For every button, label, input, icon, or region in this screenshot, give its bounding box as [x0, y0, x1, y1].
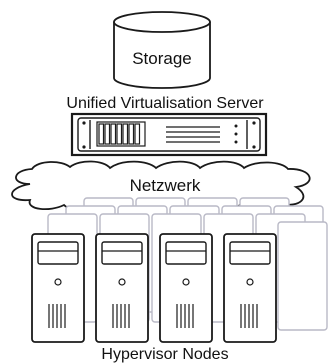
network-label: Netzwerk	[130, 176, 201, 195]
storage-cylinder-icon	[113, 11, 211, 89]
server-label: Unified Virtualisation Server	[66, 95, 264, 112]
hypervisor-node-icon	[159, 233, 213, 343]
hypervisor-node-icon	[95, 233, 149, 343]
status-leds-icon	[234, 124, 238, 144]
rack-server-icon	[70, 112, 268, 157]
storage-label: Storage	[132, 49, 192, 68]
drive-bays-icon	[96, 121, 146, 147]
hypervisor-node-icon	[31, 233, 85, 343]
nodes-label: Hypervisor Nodes	[101, 346, 228, 363]
vent-lines-icon	[166, 126, 220, 143]
hypervisor-node-icon	[223, 233, 277, 343]
